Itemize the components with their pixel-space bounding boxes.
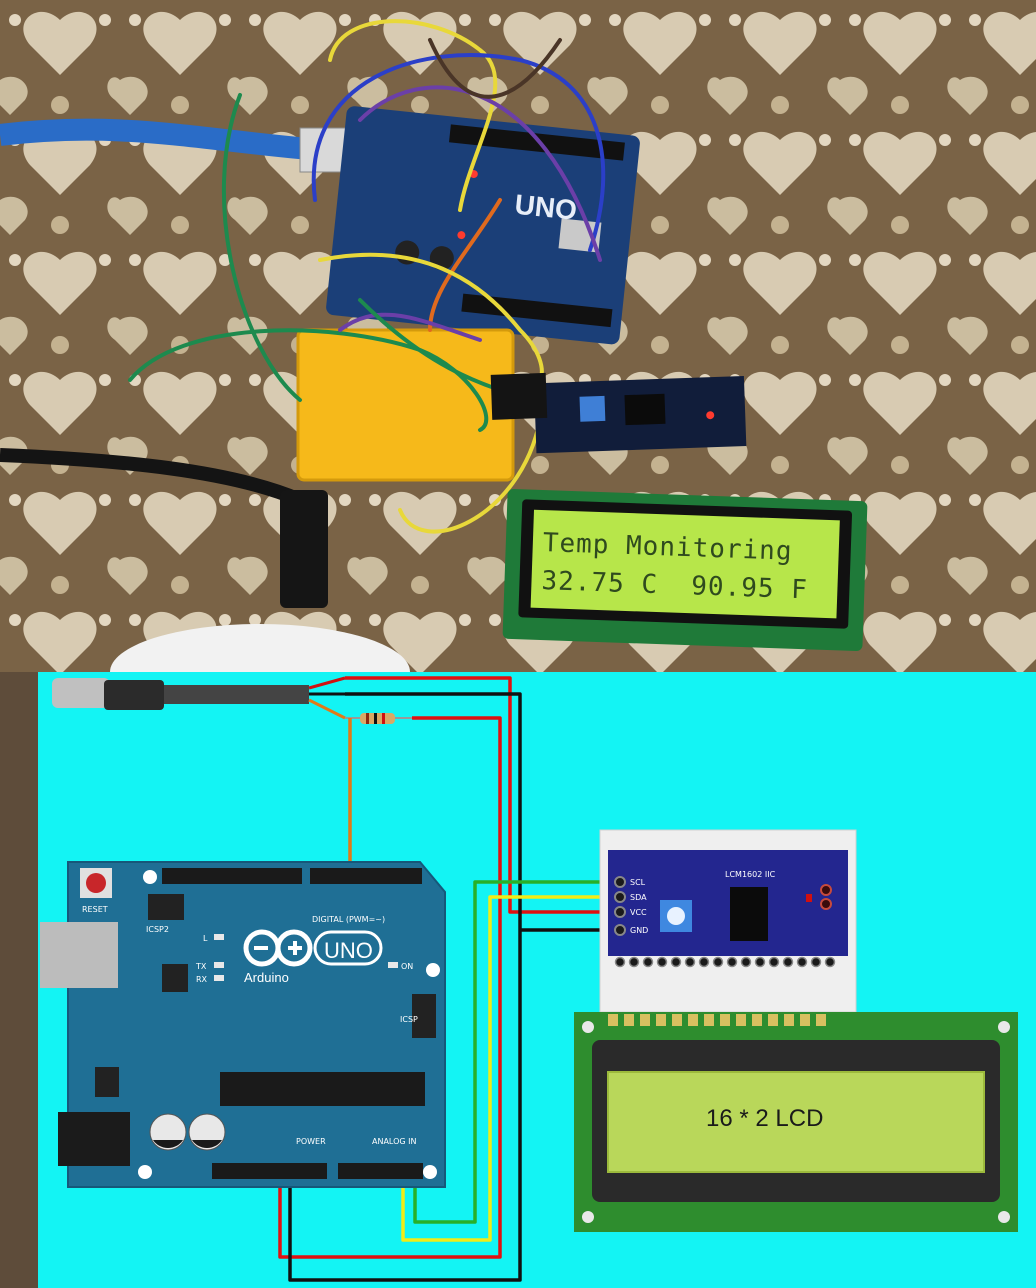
i2c-chip (730, 887, 768, 941)
atmega-chip (220, 1072, 425, 1106)
tx-label: TX (195, 962, 207, 971)
wire-gnd-black (288, 692, 522, 1282)
arduino-logo (243, 929, 313, 967)
board-brand-label: Arduino (244, 970, 289, 985)
board-model-label: UNO (324, 938, 373, 963)
on-label: ON (401, 962, 413, 971)
wires (278, 676, 618, 1282)
reset-label: RESET (82, 905, 108, 914)
i2c-module: SCL SDA VCC GND LCM1602 IIC (599, 829, 857, 1013)
rx-label: RX (196, 975, 208, 984)
icsp2-label: ICSP2 (146, 925, 169, 934)
icsp-header (412, 994, 436, 1038)
i2c-pin-row (614, 956, 836, 968)
analog-header (338, 1163, 423, 1179)
jumper-wires (128, 19, 606, 534)
pin-scl: SCL (630, 878, 646, 887)
digital-header-left (162, 868, 302, 884)
regulator (95, 1067, 119, 1097)
reset-button[interactable] (86, 873, 106, 893)
lcd-label: 16 * 2 LCD (706, 1105, 823, 1132)
arduino-uno-board: RESET ICSP2 DIGITAL (PWM=~) UNO Arduino … (40, 861, 446, 1188)
pullup-resistor (345, 713, 412, 724)
i2c-module-label: LCM1602 IIC (725, 870, 776, 879)
power-header (212, 1163, 327, 1179)
pin-vcc: VCC (630, 908, 647, 917)
wire-vcc-red-2 (278, 716, 502, 1259)
lcd-16x2: 16 * 2 LCD (574, 1012, 1018, 1232)
breadboard-photo: UNO Temp Monitoring 32.75 C 90.95 F (0, 0, 1036, 672)
temperature-sensor (52, 676, 346, 720)
digital-label: DIGITAL (PWM=~) (312, 915, 385, 924)
icsp-label: ICSP (400, 1015, 418, 1024)
usb-cable (0, 118, 321, 161)
lcd-screen (607, 1071, 985, 1173)
lcd-photo: Temp Monitoring 32.75 C 90.95 F (502, 488, 868, 652)
sensor-plug (280, 490, 328, 608)
analog-label: ANALOG IN (372, 1137, 417, 1146)
wire-vcc-red (345, 676, 618, 914)
digital-header-right (310, 868, 422, 884)
wire-scl-green (413, 880, 618, 1224)
power-label: POWER (296, 1137, 326, 1146)
usb-chip (162, 964, 188, 992)
pin-sda: SDA (630, 893, 647, 902)
wire-sda-yellow (401, 895, 618, 1242)
wiring-diagram: RESET ICSP2 DIGITAL (PWM=~) UNO Arduino … (0, 672, 1036, 1288)
l-led-label: L (203, 934, 208, 943)
black-cable (0, 448, 303, 507)
board-label-photo: UNO (513, 189, 578, 226)
white-object (110, 624, 410, 672)
i2c-module-photo (490, 372, 747, 454)
pin-gnd: GND (630, 926, 648, 935)
